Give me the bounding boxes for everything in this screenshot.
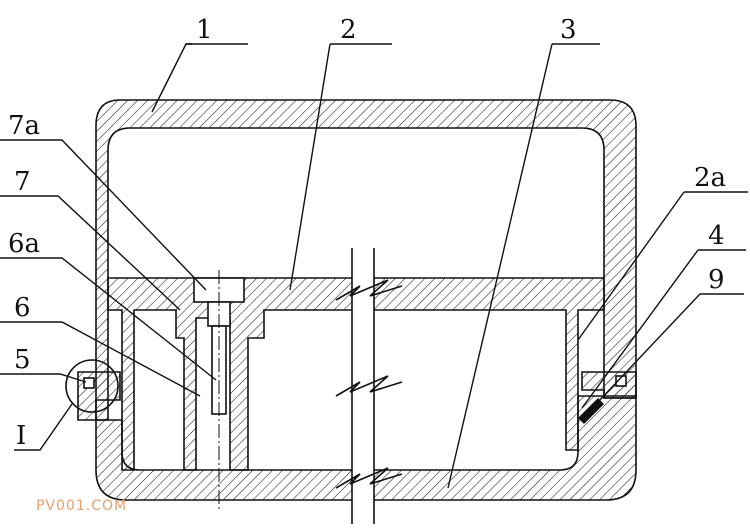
cover-shell <box>95 99 637 421</box>
label-2a: 2a <box>694 163 726 193</box>
label-5: 5 <box>14 345 31 375</box>
break-mark-mid <box>335 375 403 397</box>
label-7a: 7a <box>8 111 40 141</box>
leader-7 <box>0 195 181 311</box>
leader-5 <box>0 373 87 383</box>
leader-7a <box>0 139 207 291</box>
label-2: 2 <box>340 15 357 45</box>
label-I: I <box>16 421 26 451</box>
leader-3 <box>447 43 553 489</box>
label-9: 9 <box>708 265 725 295</box>
leader-I <box>14 403 73 451</box>
leader-9 <box>595 293 701 405</box>
label-1: 1 <box>196 15 213 45</box>
right-wedge <box>578 398 604 424</box>
label-6: 6 <box>14 293 31 323</box>
break-mark-top <box>335 279 403 301</box>
leader-2 <box>289 43 331 291</box>
right-seal-block <box>581 371 637 399</box>
right-seal <box>615 375 627 387</box>
break-mark-bottom <box>335 467 403 489</box>
detail-circle-I <box>65 359 119 413</box>
label-4: 4 <box>708 221 725 251</box>
label-7: 7 <box>14 167 31 197</box>
watermark: PV001.COM <box>36 498 127 514</box>
label-6a: 6a <box>8 229 40 259</box>
leader-6a <box>0 257 217 381</box>
left-seal <box>83 377 95 389</box>
label-3: 3 <box>560 15 577 45</box>
leader-2a <box>577 191 685 341</box>
leader-6 <box>0 321 201 397</box>
leader-4 <box>581 249 699 409</box>
